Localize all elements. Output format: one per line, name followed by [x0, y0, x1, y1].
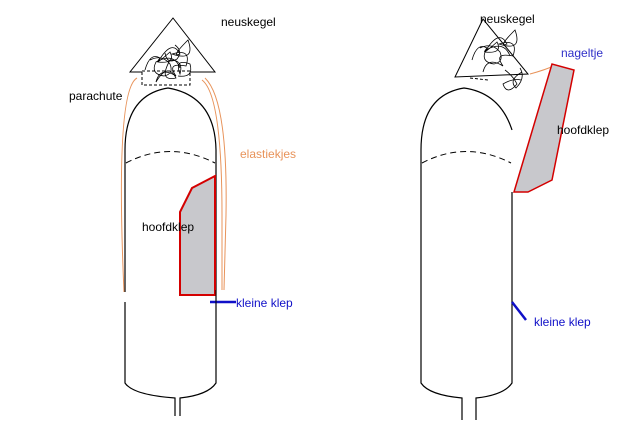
right-nose-cone	[454, 18, 530, 91]
left-elastic-3	[204, 77, 227, 291]
left-rocket-body	[124, 87, 217, 416]
right-main-hatch-label: hoofdklep	[557, 123, 609, 137]
right-main-hatch	[512, 63, 575, 193]
right-nose-label: neuskegel	[480, 12, 535, 26]
right-small-hatch	[511, 301, 527, 321]
right-pin-label: nageltje	[561, 46, 603, 60]
left-rocket	[120, 17, 236, 416]
left-parachute-label: parachute	[69, 89, 123, 103]
left-elastic-2	[201, 79, 223, 290]
left-nose-cone	[128, 17, 217, 86]
left-main-hatch	[179, 174, 216, 296]
right-separation-line	[421, 151, 512, 164]
left-elastic-1	[120, 77, 138, 293]
left-small-hatch-label: kleine klep	[236, 296, 293, 310]
left-parachute-bundle	[144, 39, 192, 83]
right-rocket	[420, 18, 575, 420]
left-main-hatch-label: hoofdklep	[142, 220, 194, 234]
left-small-hatch	[210, 290, 236, 310]
left-elastic-label: elastiekjes	[240, 147, 296, 161]
left-separation-line	[125, 151, 216, 164]
right-parachute-bundle	[471, 29, 523, 91]
right-small-hatch-label: kleine klep	[534, 315, 591, 329]
left-nose-label: neuskegel	[221, 15, 276, 29]
right-rocket-body	[420, 87, 513, 420]
